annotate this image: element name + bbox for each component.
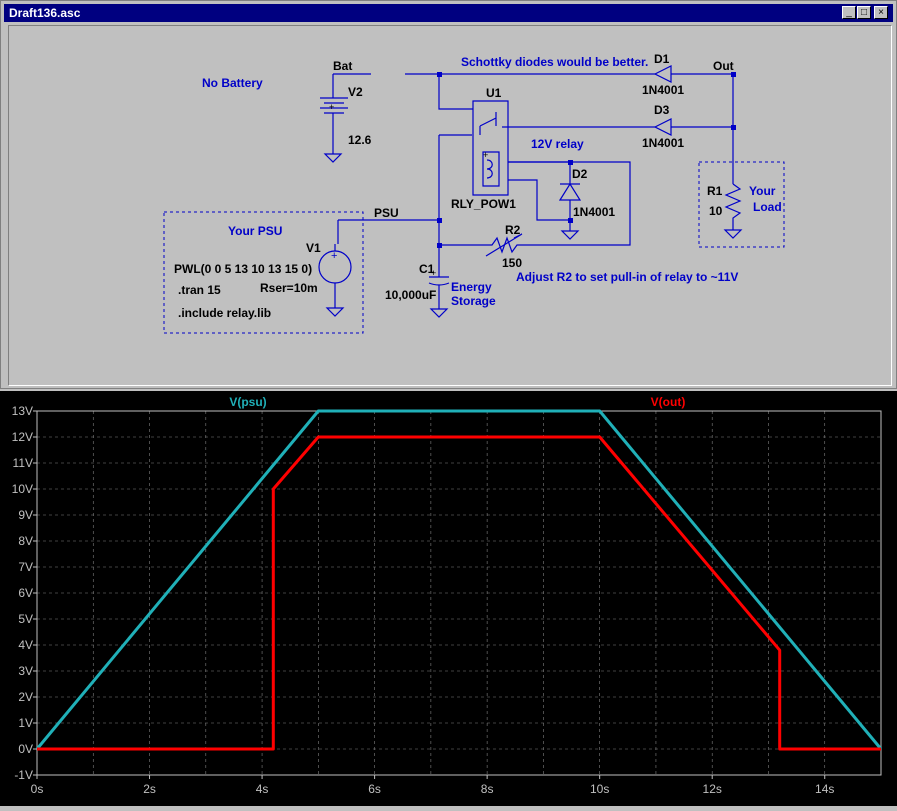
your-load-line1: Your [749, 184, 776, 198]
c1-label: C1 [419, 262, 435, 276]
y-tick-label: 8V [18, 534, 33, 548]
pwl-directive: PWL(0 0 5 13 10 13 15 0) [174, 262, 312, 276]
your-psu-label: Your PSU [228, 224, 282, 238]
rser-label: Rser=10m [260, 281, 318, 295]
d1-label: D1 [654, 52, 670, 66]
schottky-note: Schottky diodes would be better. [461, 55, 648, 69]
load-dashed-box [698, 161, 785, 248]
v1-plus-sign: + [331, 250, 337, 262]
schematic-canvas[interactable]: No Battery Bat V2 12.6 Schottky diodes w… [8, 25, 892, 386]
y-tick-label: 10V [12, 482, 33, 496]
no-battery-label: No Battery [202, 76, 263, 90]
x-tick-label: 10s [590, 782, 609, 796]
rly-label: RLY_POW1 [451, 197, 516, 211]
d3-value: 1N4001 [642, 136, 684, 150]
tran-directive: .tran 15 [178, 283, 221, 297]
x-tick-label: 0s [31, 782, 44, 796]
energy-note-line1: Energy [451, 280, 492, 294]
v2-value: 12.6 [348, 133, 372, 147]
maximize-button[interactable]: □ [857, 6, 871, 19]
r1-value: 10 [709, 204, 723, 218]
x-tick-label: 2s [143, 782, 156, 796]
close-button[interactable]: × [874, 6, 888, 19]
r2-label: R2 [505, 223, 521, 237]
psu-label: PSU [374, 206, 399, 220]
window-title: Draft136.asc [9, 6, 81, 20]
r2-value: 150 [502, 256, 522, 270]
waveform-plot[interactable]: -1V 0V 1V 2V 3V 4V 5V 6V 7V 8V 9V 10V 11V 12V 13V 0s 2s… [0, 391, 897, 806]
x-tick-label: 6s [368, 782, 381, 796]
y-tick-label: 11V [13, 456, 33, 470]
x-tick-label: 14s [815, 782, 834, 796]
your-load-line2: Load [753, 200, 782, 214]
y-tick-label: 1V [18, 716, 33, 730]
bat-label: Bat [333, 59, 352, 73]
y-tick-label: 2V [18, 690, 33, 704]
y-tick-label: 13V [12, 404, 33, 418]
y-axis-ticks: -1V 0V 1V 2V 3V 4V 5V 6V 7V 8V 9V 10V 11V 12V 13V [12, 404, 37, 782]
adjust-note: Adjust R2 to set pull-in of relay to ~11… [516, 270, 738, 284]
energy-note-line2: Storage [451, 294, 496, 308]
schematic-drawing[interactable]: No Battery Bat V2 12.6 Schottky diodes w… [9, 26, 893, 387]
plot-traces [35, 409, 883, 751]
psu-dashed-box [163, 211, 364, 334]
y-tick-label: 9V [18, 508, 33, 522]
c1-value: 10,000uF [385, 288, 436, 302]
x-axis-ticks: 0s 2s 4s 6s 8s 10s 12s 14s [31, 775, 834, 796]
y-tick-label: 7V [18, 560, 33, 574]
plot-grid [37, 410, 881, 776]
r1-label: R1 [707, 184, 723, 198]
waveform-window[interactable]: -1V 0V 1V 2V 3V 4V 5V 6V 7V 8V 9V 10V 11V 12V 13V 0s 2s… [0, 391, 897, 806]
v1-label: V1 [306, 241, 321, 255]
y-tick-label: 3V [18, 664, 33, 678]
y-tick-label: 0V [18, 742, 33, 756]
trace-vout[interactable] [37, 435, 881, 751]
c1-plus-sign: + [431, 268, 436, 278]
legend-vpsu[interactable]: V(psu) [229, 395, 266, 409]
title-bar[interactable]: Draft136.asc _ □ × [4, 4, 893, 22]
d2-label: D2 [572, 167, 588, 181]
d3-label: D3 [654, 103, 670, 117]
y-tick-label: 5V [18, 612, 33, 626]
y-tick-label: 6V [18, 586, 33, 600]
out-label: Out [713, 59, 734, 73]
v2-plus-sign: + [329, 102, 334, 112]
y-tick-label: 4V [18, 638, 33, 652]
y-tick-label: 12V [12, 430, 33, 444]
include-directive: .include relay.lib [178, 306, 271, 320]
d1-value: 1N4001 [642, 83, 684, 97]
y-tick-label: -1V [14, 768, 33, 782]
trace-vpsu[interactable] [35, 409, 883, 750]
relay-note: 12V relay [531, 137, 584, 151]
u1-label: U1 [486, 86, 502, 100]
v2-label: V2 [348, 85, 363, 99]
x-tick-label: 12s [703, 782, 722, 796]
schematic-window: Draft136.asc _ □ × [0, 0, 897, 389]
d2-value: 1N4001 [573, 205, 615, 219]
minimize-button[interactable]: _ [842, 6, 856, 19]
x-tick-label: 4s [256, 782, 269, 796]
legend-vout[interactable]: V(out) [651, 395, 686, 409]
relay-plus-sign: + [483, 150, 488, 160]
x-tick-label: 8s [481, 782, 494, 796]
